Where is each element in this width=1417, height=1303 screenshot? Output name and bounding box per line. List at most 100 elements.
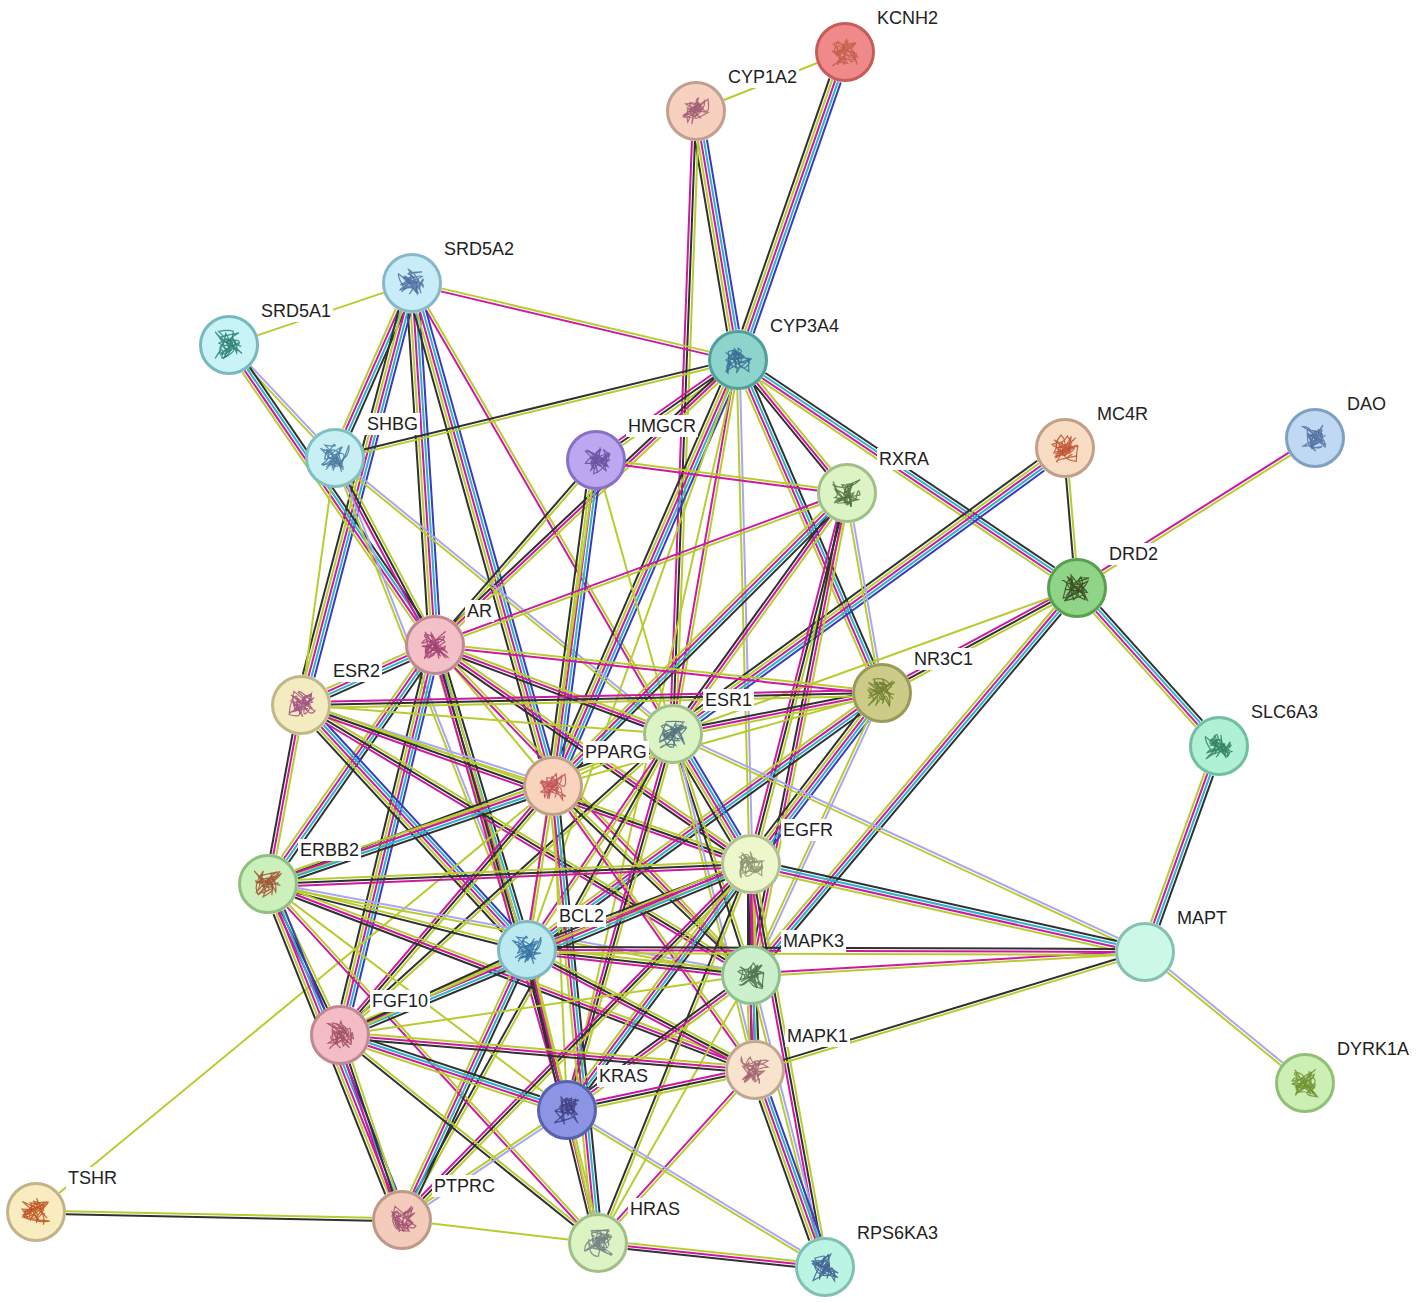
interaction-edge bbox=[1066, 478, 1076, 558]
evidence-line bbox=[1159, 776, 1213, 926]
structure-icon bbox=[855, 666, 909, 720]
evidence-line bbox=[331, 691, 852, 702]
evidence-line bbox=[273, 735, 295, 855]
evidence-line bbox=[695, 142, 727, 332]
evidence-line bbox=[533, 816, 550, 921]
interaction-edge bbox=[370, 1035, 726, 1071]
interaction-edge bbox=[331, 691, 852, 708]
protein-node: MAPK1 bbox=[725, 1040, 785, 1100]
evidence-line bbox=[724, 63, 817, 100]
interaction-edge bbox=[628, 1243, 796, 1267]
protein-structure bbox=[329, 1021, 353, 1049]
protein-node: ESR1 bbox=[643, 704, 703, 764]
structure-icon bbox=[408, 618, 462, 672]
protein-label: ERBB2 bbox=[298, 839, 361, 861]
protein-structure bbox=[833, 480, 860, 507]
evidence-line bbox=[326, 723, 511, 924]
evidence-line bbox=[352, 1063, 395, 1191]
protein-structure bbox=[1206, 735, 1232, 759]
structure-icon bbox=[500, 923, 554, 977]
structure-icon bbox=[385, 256, 439, 310]
interaction-edge bbox=[701, 598, 1049, 724]
protein-structure bbox=[684, 99, 709, 124]
evidence-line bbox=[617, 1091, 734, 1220]
interaction-edge bbox=[408, 313, 439, 616]
protein-structure bbox=[591, 1230, 611, 1256]
protein-structure bbox=[215, 332, 241, 358]
protein-structure bbox=[513, 936, 541, 964]
evidence-line bbox=[343, 309, 396, 429]
protein-structure bbox=[1052, 436, 1078, 461]
structure-icon bbox=[818, 25, 872, 79]
interaction-edge bbox=[767, 608, 1061, 955]
evidence-line bbox=[347, 486, 419, 620]
evidence-line bbox=[1103, 455, 1290, 573]
interaction-edge bbox=[530, 815, 550, 920]
protein-label: PTPRC bbox=[432, 1175, 497, 1197]
interaction-edge bbox=[370, 979, 722, 1030]
interaction-edge bbox=[1167, 970, 1282, 1065]
protein-label: RPS6KA3 bbox=[855, 1222, 940, 1244]
evidence-line bbox=[589, 990, 725, 1090]
structure-icon bbox=[1038, 421, 1092, 475]
interaction-edge bbox=[271, 734, 299, 855]
protein-node: SRD5A2 bbox=[382, 253, 442, 313]
protein-label: DYRK1A bbox=[1335, 1038, 1411, 1060]
protein-label: BCL2 bbox=[557, 905, 606, 927]
evidence-line bbox=[363, 755, 652, 1016]
evidence-line bbox=[463, 502, 819, 633]
protein-structure bbox=[422, 631, 446, 658]
evidence-line bbox=[765, 721, 871, 949]
evidence-line bbox=[442, 288, 710, 351]
structure-icon bbox=[540, 1083, 594, 1137]
interaction-edge bbox=[760, 373, 1054, 575]
structure-icon bbox=[313, 1008, 367, 1062]
evidence-line bbox=[295, 792, 523, 871]
evidence-line bbox=[417, 313, 542, 758]
evidence-line bbox=[550, 709, 856, 931]
evidence-line bbox=[370, 1040, 540, 1096]
evidence-line bbox=[305, 488, 331, 676]
evidence-line bbox=[465, 650, 852, 692]
evidence-line bbox=[408, 313, 427, 615]
evidence-line bbox=[1094, 613, 1196, 726]
evidence-line bbox=[704, 140, 736, 330]
protein-structure bbox=[1303, 427, 1326, 451]
protein-label: SRD5A2 bbox=[442, 238, 516, 260]
evidence-line bbox=[357, 478, 649, 716]
evidence-line bbox=[367, 961, 499, 1021]
interaction-edge bbox=[361, 753, 652, 1016]
evidence-line bbox=[350, 1063, 393, 1191]
evidence-line bbox=[309, 312, 405, 676]
protein-label: KRAS bbox=[597, 1065, 650, 1087]
protein-label: MAPT bbox=[1175, 907, 1229, 929]
evidence-line bbox=[557, 956, 721, 974]
interaction-edge bbox=[347, 483, 424, 620]
interaction-edge bbox=[465, 647, 853, 692]
evidence-line bbox=[608, 891, 739, 1214]
evidence-line bbox=[1098, 609, 1200, 722]
protein-node: DAO bbox=[1285, 408, 1345, 468]
evidence-line bbox=[1102, 453, 1289, 571]
evidence-line bbox=[242, 372, 414, 623]
evidence-line bbox=[611, 892, 742, 1215]
evidence-line bbox=[754, 1005, 755, 1040]
protein-node: MAPK3 bbox=[721, 945, 781, 1005]
interaction-edge bbox=[367, 1040, 540, 1105]
evidence-line bbox=[557, 953, 721, 971]
structure-icon bbox=[724, 837, 778, 891]
protein-label: PPARG bbox=[583, 741, 649, 763]
protein-label: SHBG bbox=[365, 413, 420, 435]
evidence-line bbox=[66, 1214, 372, 1221]
evidence-line bbox=[760, 381, 1049, 576]
protein-label: RXRA bbox=[877, 448, 931, 470]
protein-label: SRD5A1 bbox=[259, 300, 333, 322]
protein-node: MAPT bbox=[1115, 922, 1175, 982]
protein-structure bbox=[541, 774, 566, 799]
protein-node: CYP1A2 bbox=[666, 81, 726, 141]
interaction-edge bbox=[357, 476, 650, 716]
structure-icon bbox=[724, 948, 778, 1002]
evidence-line bbox=[369, 1043, 539, 1099]
evidence-line bbox=[701, 141, 733, 331]
protein-label: MAPK3 bbox=[781, 930, 846, 952]
